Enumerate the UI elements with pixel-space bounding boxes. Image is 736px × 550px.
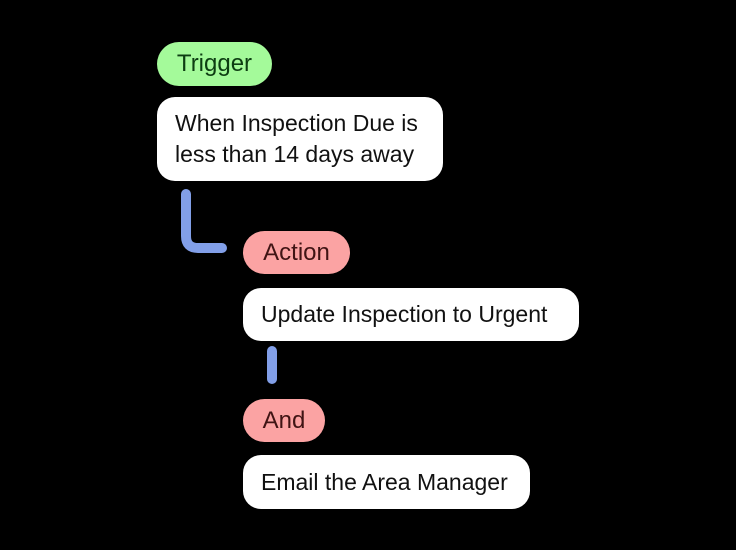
trigger-statement-line-2: less than 14 days away — [175, 141, 415, 167]
trigger-pill-label: Trigger — [176, 50, 253, 77]
and-statement-text: Email the Area Manager — [261, 468, 508, 495]
action-statement-text: Update Inspection to Urgent — [261, 301, 548, 328]
trigger-statement-card[interactable]: When Inspection Due is less than 14 days… — [157, 97, 443, 181]
connector-action-to-and — [262, 345, 282, 390]
trigger-pill[interactable]: Trigger — [157, 42, 272, 86]
trigger-statement-line-1: When Inspection Due is — [175, 110, 418, 137]
action-pill[interactable]: Action — [243, 231, 350, 274]
and-pill-label: And — [262, 406, 306, 434]
action-pill-label: Action — [263, 238, 330, 266]
action-statement-card[interactable]: Update Inspection to Urgent — [243, 288, 579, 341]
connector-trigger-to-action — [170, 188, 240, 260]
and-pill[interactable]: And — [243, 399, 325, 442]
and-statement-card[interactable]: Email the Area Manager — [243, 455, 530, 509]
